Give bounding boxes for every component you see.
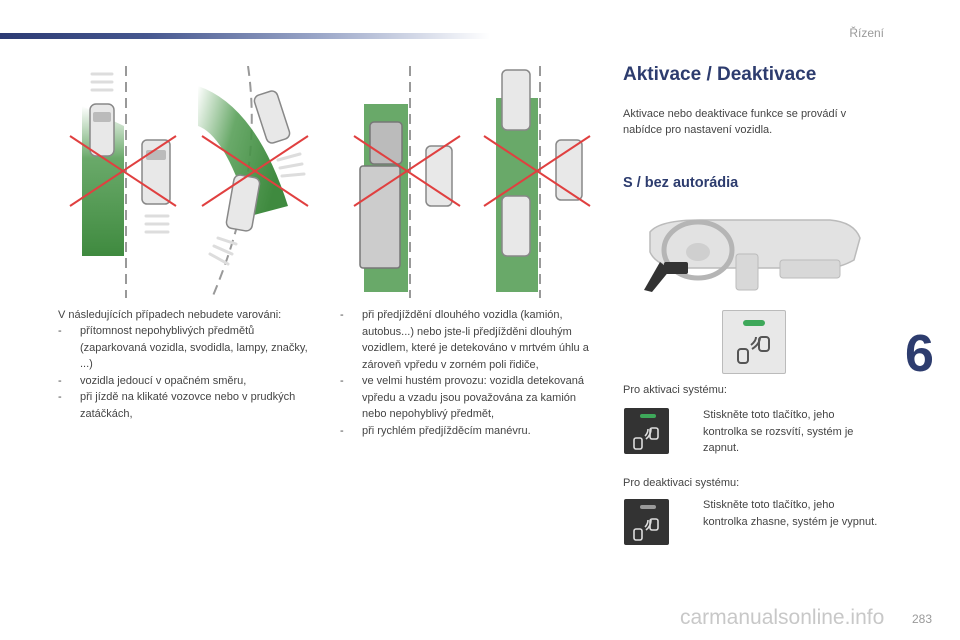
pointer-arrow-icon: [644, 262, 670, 292]
header-bar: [0, 33, 490, 39]
car-icon: [225, 174, 261, 232]
van-icon: [501, 69, 531, 131]
warning-list-left: -přítomnost nepohyblivých předmětů (zapa…: [58, 323, 316, 422]
section-intro: Aktivace nebo deaktivace funkce se prová…: [623, 108, 847, 136]
car-icon: [89, 103, 115, 157]
activation-step: Stiskněte toto tlačítko, jeho kontrolka …: [703, 409, 854, 454]
blind-spot-icon: [737, 336, 770, 364]
car-icon: [253, 90, 291, 144]
cross-icon: [483, 135, 591, 207]
blind-spot-button-detail: [722, 310, 786, 374]
steering-wheel-icon: [661, 219, 735, 281]
scenario-parked-vehicle-illustration: [69, 66, 177, 298]
cross-icon: [353, 135, 461, 207]
chapter-number: 6: [905, 325, 934, 383]
deactivation-button-image: [624, 499, 669, 545]
blind-spot-icon: [633, 427, 659, 450]
list-item: -ve velmi hustém provozu: vozidla deteko…: [340, 375, 584, 420]
chapter-name: Řízení: [849, 26, 884, 40]
list-item: -vozidla jedoucí v opačném směru,: [58, 374, 247, 387]
cross-icon: [201, 135, 309, 207]
deactivation-label: Pro deaktivaci systému:: [623, 477, 740, 489]
list-item: -při předjíždění dlouhého vozidla (kamió…: [340, 309, 589, 371]
list-item: -při jízdě na klikaté vozovce nebo v pru…: [58, 391, 296, 420]
scenario-dense-traffic-illustration: [483, 66, 591, 298]
van-icon: [501, 195, 531, 257]
dashboard-illustration: [644, 219, 861, 292]
activation-label: Pro aktivaci systému:: [623, 384, 727, 396]
list-item: -přítomnost nepohyblivých předmětů (zapa…: [58, 325, 308, 370]
warning-list-middle: -při předjíždění dlouhého vozidla (kamió…: [340, 307, 602, 439]
scenario-long-vehicle-illustration: [353, 66, 461, 298]
van-icon: [425, 145, 453, 207]
truck-icon: [359, 121, 403, 269]
cross-icon: [69, 135, 177, 207]
watermark: carmanualsonline.info: [680, 606, 885, 629]
blind-spot-icon: [633, 518, 659, 541]
deactivation-step: Stiskněte toto tlačítko, jeho kontrolka …: [703, 499, 878, 528]
subsection-title: S / bez autorádia: [623, 175, 739, 191]
page-number: 283: [912, 612, 933, 626]
scenario-winding-road-illustration: [198, 66, 309, 298]
activation-button-image: [624, 408, 669, 454]
list-item: -při rychlém předjížděcím manévru.: [340, 424, 531, 437]
warning-intro: V následujících případech nebudete varov…: [58, 309, 282, 321]
section-title: Aktivace / Deaktivace: [623, 64, 817, 85]
